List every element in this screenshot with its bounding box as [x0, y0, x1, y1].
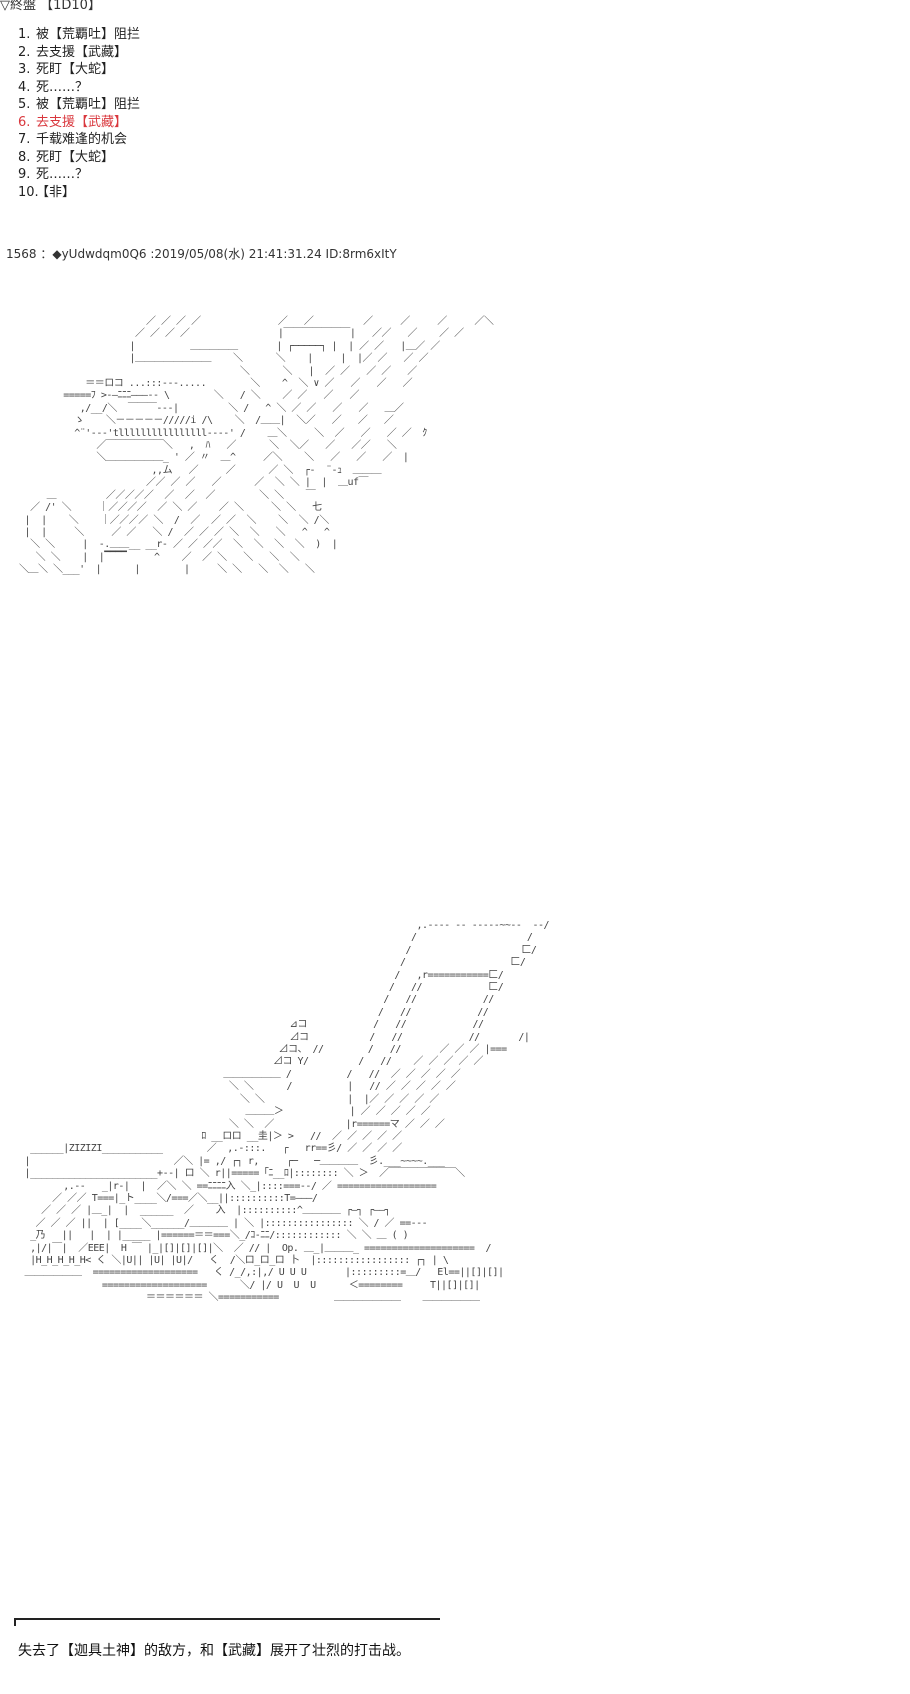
- option-list: 1. 被【荒覇吐】阻拦 2. 去支援【武藏】 3. 死盯【大蛇】 4. 死……？ 5. 被【荒覇吐…: [18, 26, 140, 201]
- option-number: 8.: [18, 149, 31, 165]
- option-number: 1.: [18, 27, 31, 42]
- option-number: 7.: [18, 132, 31, 147]
- divider-line: [14, 1618, 440, 1620]
- option-text: 被【荒覇吐】阻拦: [36, 27, 141, 42]
- option-item: 8. 死盯【大蛇】: [18, 149, 140, 167]
- option-item: 7. 千载难逢的机会: [18, 131, 140, 149]
- option-text: 千载难逢的机会: [36, 132, 128, 147]
- option-item: 10.【非】: [18, 184, 140, 202]
- divider-tick: [14, 1618, 16, 1626]
- option-item: 4. 死……？: [18, 79, 140, 97]
- option-text: 死盯【大蛇】: [36, 149, 115, 165]
- option-item: 6. 去支援【武藏】: [18, 114, 140, 132]
- option-text: 去支援【武藏】: [36, 114, 128, 130]
- option-text: 【非】: [36, 184, 76, 200]
- option-text: 死……？: [36, 79, 89, 95]
- option-item: 3. 死盯【大蛇】: [18, 61, 140, 79]
- ascii-art-battle-ship: ,.---- -- ‐‐‐‐‐~~-- -‐/ / / /: [24, 920, 550, 1304]
- option-number: 3.: [18, 62, 31, 77]
- option-text: 被【荒覇吐】阻拦: [36, 97, 141, 112]
- option-number: 10.: [18, 184, 39, 200]
- narration-text: 失去了【迦具土神】的敌方，和【武藏】展开了壮烈的打击战。: [18, 1643, 410, 1659]
- option-item: 9. 死……？: [18, 166, 140, 184]
- option-number: 4.: [18, 79, 31, 95]
- post-header: 1568 ：◆yUdwdqm0Q6 :2019/05/08(水) 21:41:3…: [6, 247, 397, 261]
- option-number: 2.: [18, 44, 31, 60]
- ascii-art-battle-top: ／ ／ ／ ／ ／ ／ ／ ／ ／ ／＼ ／ ／ ／ ／ |￣￣￣￣￣￣￣| ／…: [19, 316, 494, 576]
- option-text: 死盯【大蛇】: [36, 62, 115, 77]
- option-text: 去支援【武藏】: [36, 44, 128, 60]
- option-number: 9.: [18, 167, 31, 182]
- option-item: 5. 被【荒覇吐】阻拦: [18, 96, 140, 114]
- vote-header: ▽終盤 【1D10】: [0, 0, 101, 13]
- option-item: 2. 去支援【武藏】: [18, 44, 140, 62]
- option-number: 6.: [18, 114, 31, 130]
- option-item: 1. 被【荒覇吐】阻拦: [18, 26, 140, 44]
- option-number: 5.: [18, 97, 31, 112]
- option-text: 死……？: [36, 167, 89, 182]
